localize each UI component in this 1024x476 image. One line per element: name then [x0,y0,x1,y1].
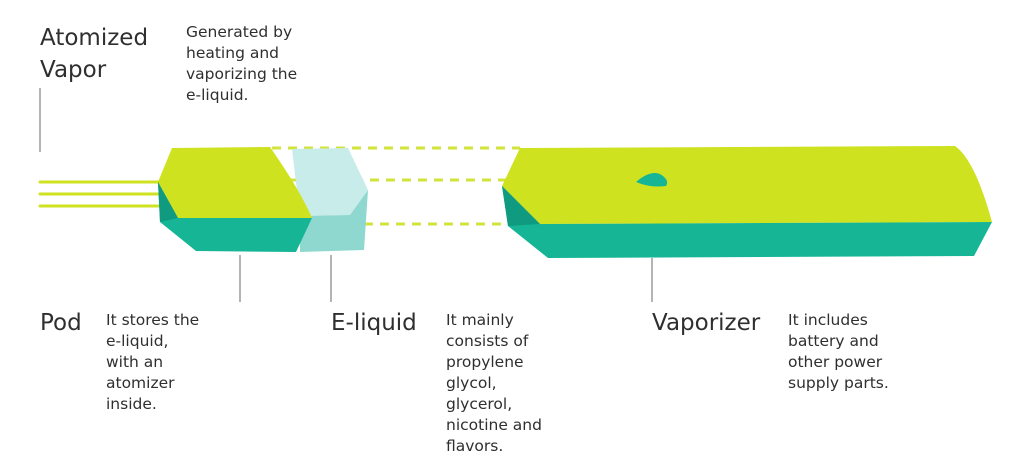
e-liquid-block [292,148,368,252]
pod-title: Pod [40,310,82,336]
pod-shape [158,147,312,252]
e-liquid-title: E-liquid [331,310,417,336]
atomized-vapor-description: Generated by heating and vaporizing the … [186,23,298,104]
pod-description: It stores the e-liquid, with an atomizer… [106,311,200,413]
vaporizer-title: Vaporizer [652,310,761,336]
vaporizer-led-icon [636,173,668,187]
e-liquid-description: It mainly consists of propylene glycol, … [446,311,542,455]
vaporizer-shape [502,146,992,258]
vaporizer-description: It includes battery and other power supp… [788,311,889,392]
atomized-vapor-title: Atomized Vapor [40,25,149,83]
vapor-lines [38,180,174,208]
